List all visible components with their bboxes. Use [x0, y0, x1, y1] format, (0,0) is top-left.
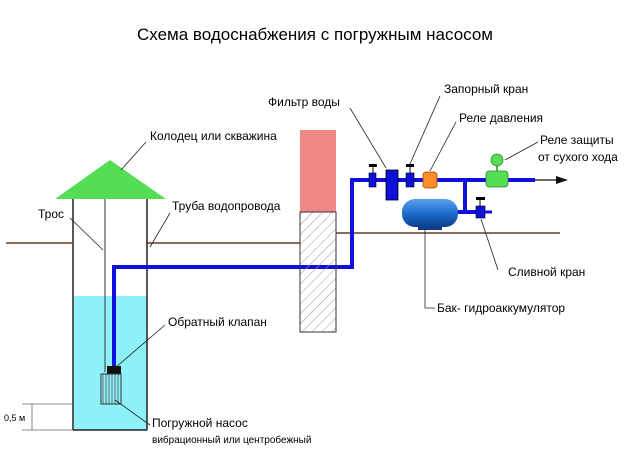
- dry-run-relay: [485, 170, 509, 188]
- label-pump-subtitle: вибрационный или центробежный: [152, 434, 311, 446]
- diagram-title: Схема водоснабжения с погружным насосом: [137, 25, 493, 44]
- label-pressure-switch: Реле давления: [459, 111, 543, 125]
- well-water: [74, 296, 147, 430]
- house-wall: [299, 211, 337, 333]
- outlet-arrow: [556, 176, 568, 184]
- label-pipe: Труба водопровода: [172, 199, 281, 213]
- leader-dry-run: [504, 141, 539, 161]
- shutoff-valve: [405, 172, 415, 188]
- chimney: [300, 130, 336, 212]
- drain-valve-handle-top: [476, 197, 485, 200]
- label-drain-valve: Сливной кран: [508, 265, 585, 279]
- check-valve: [107, 366, 121, 374]
- submersible-pump: [100, 373, 122, 405]
- label-check-valve: Обратный клапан: [168, 315, 267, 329]
- label-dry-run-line1: Реле защиты: [540, 133, 614, 147]
- leader-shutoff: [409, 95, 441, 165]
- leader-pump: [114, 399, 151, 426]
- drain-valve: [475, 205, 486, 219]
- label-shutoff-valve: Запорный кран: [444, 82, 528, 96]
- well-roof: [55, 160, 166, 199]
- depth-label: 0,5 м: [4, 413, 25, 423]
- leader-check-valve: [114, 324, 166, 369]
- water-filter: [385, 169, 399, 201]
- leader-pressure: [429, 121, 457, 172]
- filter-valve: [368, 172, 377, 188]
- leader-well: [120, 141, 147, 171]
- label-pump-title: Погружной насос: [152, 416, 248, 430]
- leader-tank: [424, 229, 435, 309]
- pressure-switch: [422, 171, 438, 189]
- shutoff-valve-handle-top: [406, 164, 414, 167]
- label-well: Колодец или скважина: [150, 129, 277, 143]
- hydro-tank: [402, 199, 458, 227]
- leader-rope: [69, 217, 104, 251]
- leader-drain: [480, 218, 499, 271]
- leader-lines: [69, 95, 539, 426]
- leader-filter: [349, 107, 387, 169]
- filter-valve-handle-top: [369, 164, 377, 167]
- hydro-tank-foot: [418, 227, 442, 230]
- leader-pipe: [149, 212, 171, 248]
- label-dry-run-line2: от сухого хода: [538, 150, 618, 164]
- label-filter: Фильтр воды: [268, 95, 340, 109]
- label-tank: Бак- гидроаккумулятор: [437, 301, 565, 315]
- label-rope: Трос: [38, 207, 64, 221]
- dry-run-relay-gauge: [490, 153, 504, 167]
